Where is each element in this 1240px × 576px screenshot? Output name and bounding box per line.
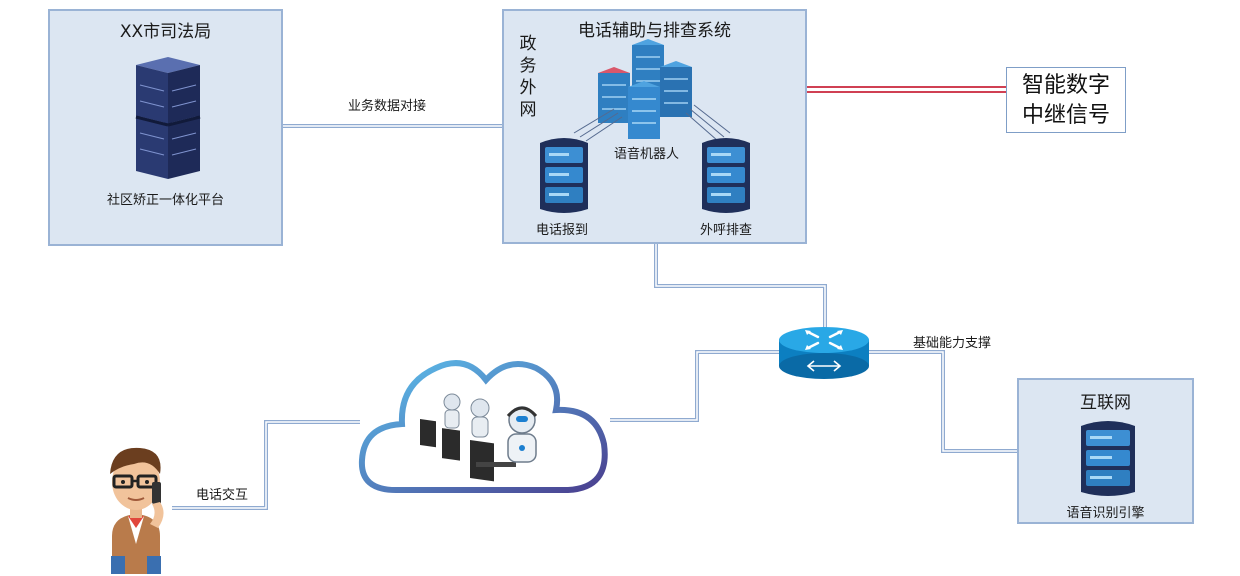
internet-title: 互联网 [1080, 393, 1131, 413]
voice-robot-server-cluster-icon [598, 39, 692, 139]
basic-support-label: 基础能力支撑 [913, 336, 992, 351]
judicial-bureau-box: XX市司法局 社区矫正一体化平台 [48, 9, 283, 246]
cluster-links [573, 104, 731, 142]
outbound-check-server-icon [702, 138, 750, 213]
person-on-phone-icon [110, 447, 164, 574]
voice-robot-label: 语音机器人 [614, 147, 680, 162]
rack-server-icon [135, 57, 201, 179]
network-label-2: 务 [519, 56, 537, 76]
system-title: 电话辅助与排查系统 [578, 21, 731, 41]
trunk-signal-box: 智能数字 中继信号 [1006, 67, 1126, 133]
network-label-1: 政 [519, 34, 537, 54]
phone-system-box: 电话辅助与排查系统 政 务 外 网 语音机器人 [502, 9, 807, 244]
speech-engine-server-icon [1081, 421, 1135, 496]
trunk-line-1: 智能数字 [1021, 73, 1110, 98]
network-label-4: 网 [519, 100, 537, 120]
internet-box: 互联网 语音识别引擎 [1017, 378, 1194, 524]
phone-report-label: 电话报到 [536, 223, 589, 238]
speech-engine-label: 语音识别引擎 [1066, 506, 1145, 521]
judicial-bureau-title: XX市司法局 [119, 22, 212, 42]
phone-interaction-label: 电话交互 [196, 488, 249, 503]
network-label-3: 外 [519, 78, 537, 98]
router-icon [779, 327, 869, 379]
platform-label: 社区矫正一体化平台 [106, 193, 224, 208]
business-data-label: 业务数据对接 [348, 99, 427, 114]
trunk-line-2: 中继信号 [1021, 103, 1110, 128]
line-router-to-cloud [610, 350, 780, 422]
phone-report-server-icon [540, 138, 588, 213]
outbound-check-label: 外呼排查 [700, 223, 753, 238]
cloud-robot-agents-icon [358, 360, 608, 493]
